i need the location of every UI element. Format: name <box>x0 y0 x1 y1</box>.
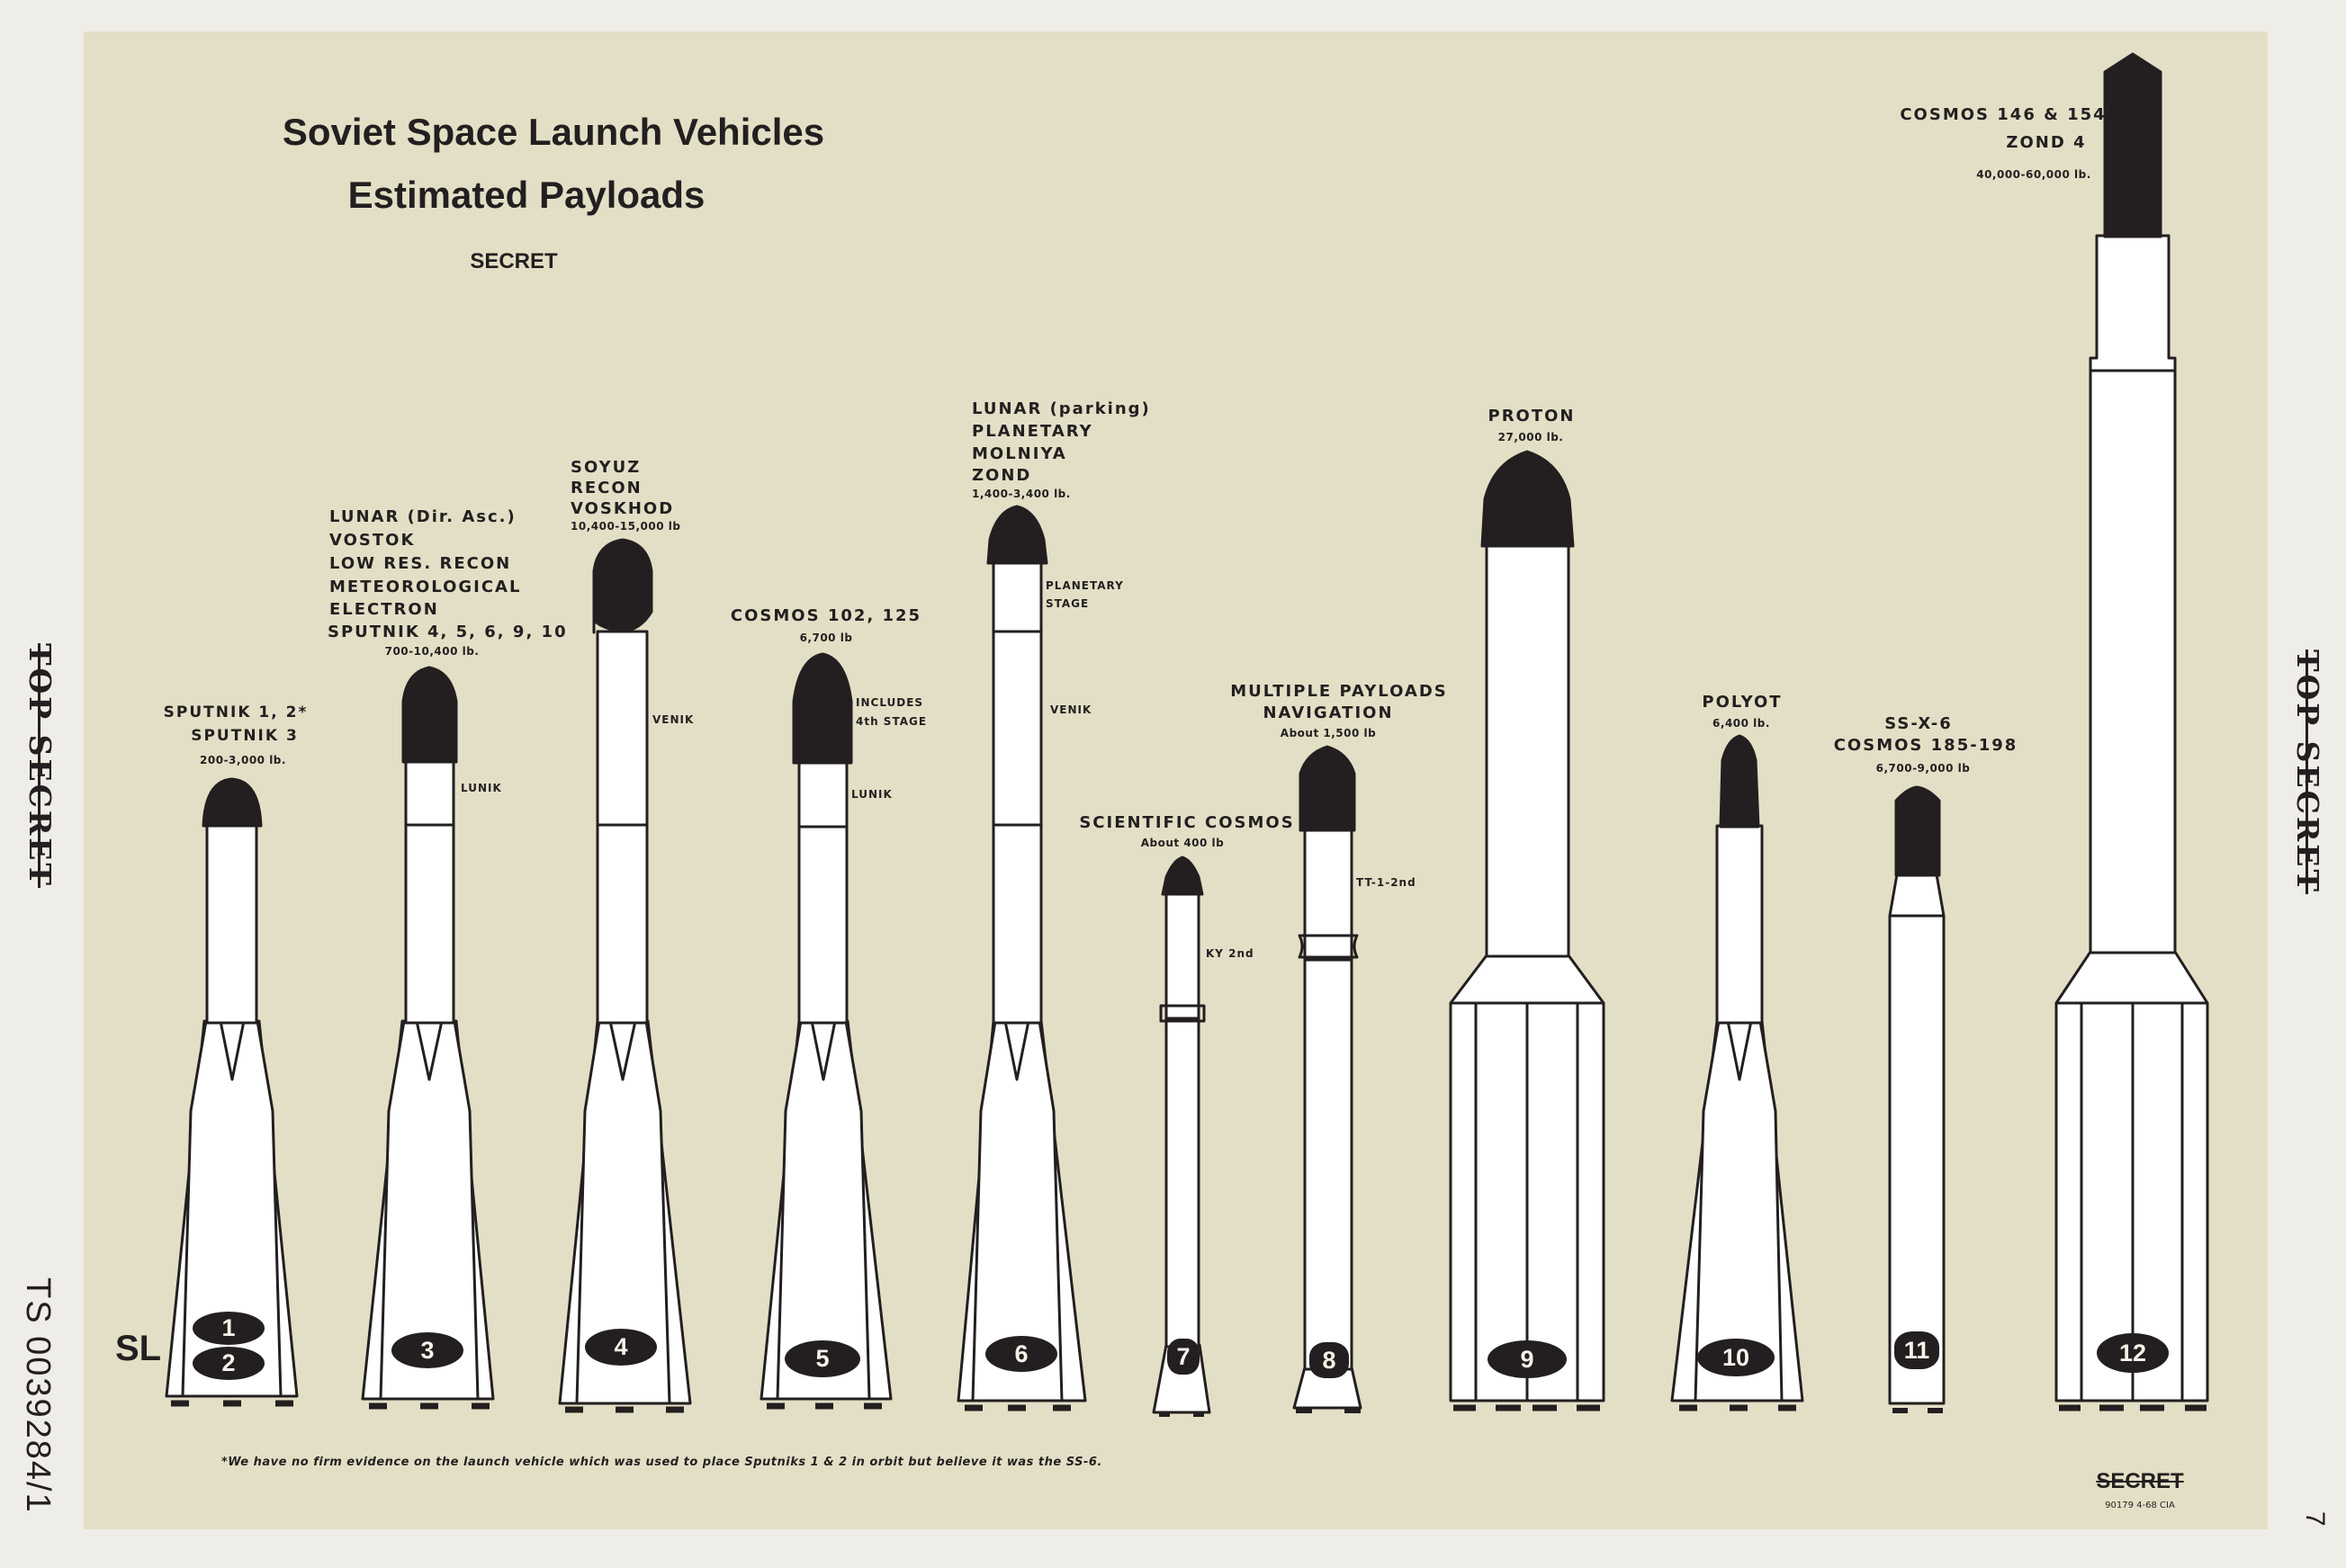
sl3-mission-4: METEOROLOGICAL <box>329 578 522 596</box>
rocket-sl10 <box>1670 734 1804 1411</box>
sl4-mission-3: VOSKHOD <box>571 499 675 518</box>
sl11-payload: 6,700-9,000 lb <box>1875 762 1971 775</box>
sl11-mission-2: COSMOS 185-198 <box>1833 736 2018 755</box>
sl6-mission-1: LUNAR (parking) <box>972 399 1151 418</box>
vehicle-number-12: 12 <box>2097 1333 2169 1373</box>
sl8-payload: About 1,500 lb <box>1280 727 1377 739</box>
sl10-mission-1: POLYOT <box>1702 693 1783 712</box>
rocket-sl11 <box>1888 785 1946 1413</box>
left-top-secret: TOP SECRET <box>22 643 58 888</box>
sl6-stage-label-1: PLANETARY <box>1046 579 1124 592</box>
sl4-stage-label: VENIK <box>652 713 695 726</box>
sl10-payload: 6,400 lb. <box>1712 717 1770 730</box>
rocket-sl7 <box>1152 856 1211 1417</box>
sl5-stage-label-3: LUNIK <box>851 788 893 801</box>
sl4-payload: 10,400-15,000 lb <box>571 520 681 533</box>
sl8-mission-1: MULTIPLE PAYLOADS <box>1230 682 1448 701</box>
sl-label: SL <box>115 1329 162 1368</box>
bottom-secret-label: SECRET <box>2096 1469 2184 1493</box>
sl12-payload: 40,000-60,000 lb. <box>1976 168 2091 181</box>
rocket-sl4 <box>558 538 692 1413</box>
vehicle-number-1: 1 <box>193 1312 265 1345</box>
vehicle-number-3: 3 <box>391 1332 463 1368</box>
classification-label: SECRET <box>470 249 558 273</box>
vehicle-number-9: 9 <box>1488 1340 1567 1378</box>
sl1-mission-2: SPUTNIK 3 <box>191 727 299 745</box>
sl6-stage-label-3: VENIK <box>1050 703 1092 716</box>
sl3-stage-label: LUNIK <box>461 782 502 794</box>
vehicle-number-10: 10 <box>1697 1339 1775 1376</box>
sl7-mission-1: SCIENTIFIC COSMOS <box>1079 813 1295 832</box>
vehicle-number-11: 11 <box>1894 1331 1939 1369</box>
sl6-mission-4: ZOND <box>972 466 1032 485</box>
sl8-stage-label: TT-1-2nd <box>1356 876 1416 889</box>
rocket-sl6 <box>957 505 1087 1411</box>
sl3-mission-2: VOSTOK <box>329 531 416 550</box>
sl6-stage-label-2: STAGE <box>1046 597 1090 610</box>
sl9-payload: 27,000 lb. <box>1497 431 1564 444</box>
page-number: 7 <box>2300 1511 2330 1527</box>
sl4-mission-1: SOYUZ <box>571 458 642 477</box>
rocket-sl1-sl2 <box>165 777 299 1407</box>
sl3-mission-5: ELECTRON <box>329 600 439 619</box>
sl11-mission-1: SS-X-6 <box>1884 714 1953 733</box>
vehicle-number-8: 8 <box>1309 1342 1349 1378</box>
sl12-mission-2: ZOND 4 <box>2006 133 2087 152</box>
sl5-stage-label-2: 4th STAGE <box>856 715 928 728</box>
rocket-sl9 <box>1449 450 1605 1411</box>
sl3-mission-6: SPUTNIK 4, 5, 6, 9, 10 <box>328 623 568 641</box>
sl3-mission-1: LUNAR (Dir. Asc.) <box>329 507 517 526</box>
sl1-mission-1: SPUTNIK 1, 2* <box>163 703 309 721</box>
sl6-mission-2: PLANETARY <box>972 422 1093 441</box>
footnote: *We have no firm evidence on the launch … <box>221 1456 1102 1469</box>
sl1-payload: 200-3,000 lb. <box>200 754 286 766</box>
sl4-mission-2: RECON <box>571 479 643 497</box>
sl7-payload: About 400 lb <box>1140 837 1225 849</box>
sl7-stage-label: KY 2nd <box>1206 947 1254 960</box>
right-top-secret: TOP SECRET <box>2290 650 2325 894</box>
sl8-mission-2: NAVIGATION <box>1263 703 1394 722</box>
control-number: TS 0039284/1 <box>19 1277 57 1514</box>
sl12-mission-1: COSMOS 146 & 154 <box>1900 105 2107 124</box>
imprint: 90179 4-68 CIA <box>2105 1501 2175 1510</box>
sl5-stage-label-1: INCLUDES <box>856 696 924 709</box>
rocket-sl3 <box>361 666 495 1410</box>
vehicle-number-2: 2 <box>193 1347 265 1380</box>
vehicle-number-7: 7 <box>1167 1339 1200 1375</box>
sl5-payload: 6,700 lb <box>799 632 853 644</box>
vehicle-number-5: 5 <box>785 1340 860 1377</box>
sl3-payload: 700-10,400 lb. <box>384 645 480 658</box>
sl6-payload: 1,400-3,400 lb. <box>972 488 1071 500</box>
vehicle-number-4: 4 <box>585 1329 657 1366</box>
vehicle-number-6: 6 <box>985 1336 1057 1372</box>
rocket-sl12 <box>2054 52 2209 1411</box>
rocket-sl8 <box>1292 745 1362 1413</box>
rocket-sl5 <box>760 652 893 1410</box>
sl9-mission-1: PROTON <box>1488 407 1576 426</box>
sl3-mission-3: LOW RES. RECON <box>329 554 512 573</box>
sl6-mission-3: MOLNIYA <box>972 444 1067 463</box>
sl5-mission-1: COSMOS 102, 125 <box>730 606 922 625</box>
